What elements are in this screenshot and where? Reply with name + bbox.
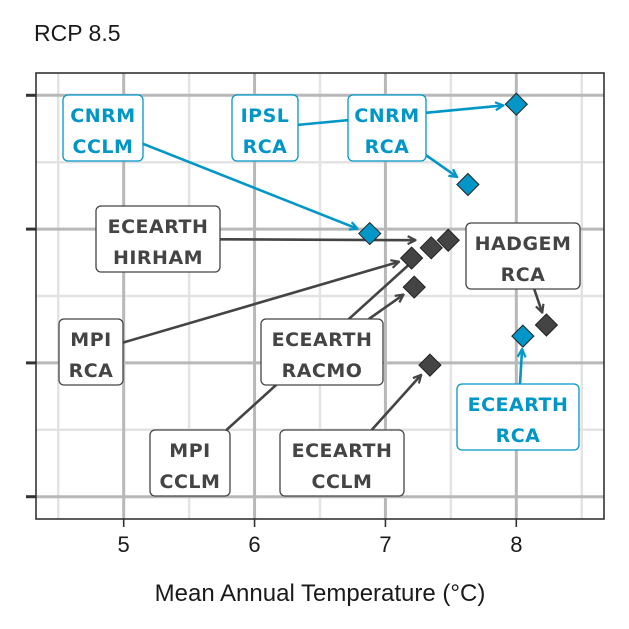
label-line2: RACMO [282,360,363,382]
label-line1: IPSL [241,105,290,127]
label-line1: MPI [70,329,111,351]
x-tick-label: 6 [248,532,260,557]
label-line1: ECEARTH [468,394,569,416]
data-point-diamond [504,92,529,116]
label-line2: RCA [496,425,541,447]
label-line1: CNRM [70,105,135,127]
label-line2: RCA [243,136,288,158]
x-tick-label: 7 [379,532,391,557]
data-point-diamond [358,221,382,246]
label-line1: HADGEM [475,233,572,255]
label-line2: CCLM [73,136,134,158]
label-line2: RCA [69,360,114,382]
label-line2: RCA [501,264,546,286]
label-line1: ECEARTH [272,329,373,351]
data-point-diamond [419,236,443,260]
label-box [58,318,124,386]
label-line1: MPI [169,440,210,462]
data-point-diamond [402,275,426,299]
label-box [347,94,427,162]
label-line2: HIRHAM [113,247,203,269]
data-point-diamond [436,228,460,252]
label-box [260,318,384,386]
label-arrow [142,142,358,229]
label-line1: CNRM [354,105,419,127]
label-box [149,429,231,497]
label-line1: ECEARTH [292,440,393,462]
label-line2: RCA [365,136,410,158]
x-tick-label: 8 [510,532,522,557]
label-box [279,429,405,497]
data-point-diamond [511,324,535,348]
label-line2: CCLM [312,471,373,493]
label-arrow [370,375,422,431]
label-arrow [122,262,399,344]
data-point-diamond [399,246,424,270]
label-arrow [532,288,542,313]
data-point-diamond [534,313,559,337]
label-box [465,222,581,290]
x-axis-title: Mean Annual Temperature (°C) [155,580,486,607]
x-tick-label: 5 [118,532,130,557]
label-box [62,94,144,162]
data-point-diamond [456,172,480,197]
label-arrow [219,239,416,240]
label-arrow [368,295,404,321]
data-point-diamond [418,353,442,377]
chart-title: RCP 8.5 [34,20,121,46]
label-box [231,94,299,162]
label-box [456,383,580,451]
label-line1: ECEARTH [108,216,209,238]
label-arrow [520,349,522,385]
label-line2: CCLM [160,471,221,493]
plot-border [35,72,605,520]
label-box [95,205,221,273]
label-arrow [425,154,457,177]
